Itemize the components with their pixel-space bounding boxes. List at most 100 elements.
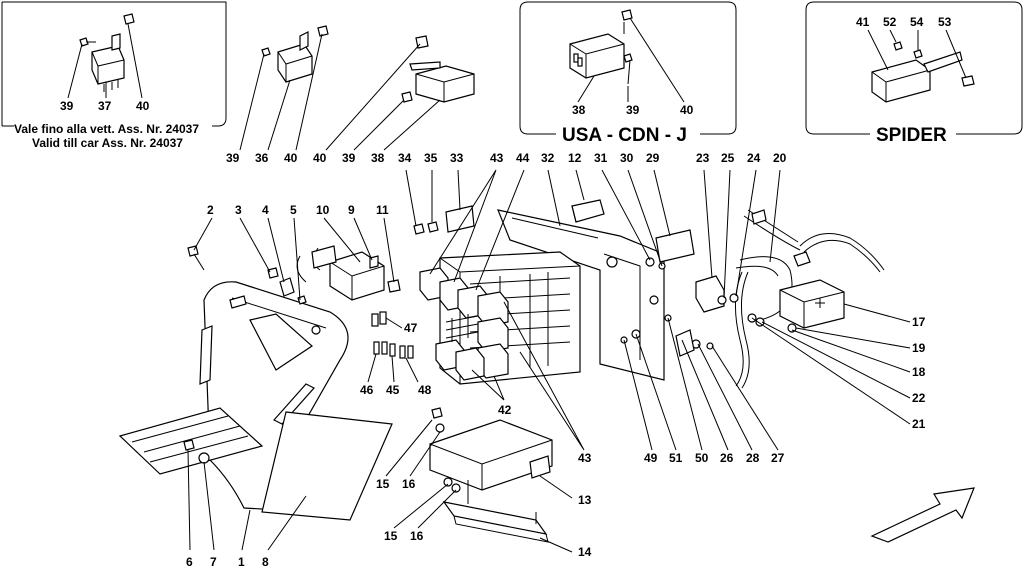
screw-52 — [893, 41, 903, 51]
callout-46: 46 — [360, 383, 374, 397]
validity-note-en: Valid till car Ass. Nr. 24037 — [32, 136, 183, 150]
label-54: 54 — [910, 15, 924, 29]
callout-48: 48 — [418, 383, 432, 397]
label-40: 40 — [136, 99, 150, 113]
screws-2-5 — [187, 245, 307, 305]
callout-15: 15 — [384, 529, 398, 543]
callout-3: 3 — [235, 203, 242, 217]
callout-17: 17 — [912, 315, 926, 329]
callout-28: 28 — [746, 451, 760, 465]
label-53: 53 — [938, 15, 952, 29]
label-37: 37 — [98, 99, 112, 113]
label-39: 39 — [60, 99, 74, 113]
callout-13: 13 — [578, 493, 592, 507]
support-plate-1 — [199, 281, 349, 511]
callout-34: 34 — [398, 151, 412, 165]
bracket-14 — [442, 477, 549, 543]
callout-25: 25 — [721, 151, 735, 165]
callout-14: 14 — [578, 545, 592, 559]
callout-22: 22 — [912, 391, 926, 405]
callout-1: 1 — [238, 555, 245, 569]
mounting-rail — [118, 407, 264, 475]
callout-27: 27 — [771, 451, 785, 465]
direction-arrow — [870, 487, 975, 543]
inset-title-spider: SPIDER — [876, 125, 947, 146]
callout-40: 40 — [284, 151, 298, 165]
relay-23-bracket — [695, 275, 739, 313]
relay-38-main — [401, 35, 475, 103]
callout-29: 29 — [646, 151, 660, 165]
small-fasteners-right — [620, 313, 797, 357]
callout-35: 35 — [424, 151, 438, 165]
washer-54 — [913, 49, 923, 59]
label-41: 41 — [856, 15, 870, 29]
callout-18: 18 — [912, 365, 926, 379]
callout-labels: 39 36 40 40 39 38 34 35 33 43 44 32 12 3… — [186, 151, 926, 569]
bracket-29 — [645, 229, 695, 270]
callout-33: 33 — [450, 151, 464, 165]
callout-6: 6 — [186, 555, 193, 569]
callout-45: 45 — [386, 383, 400, 397]
battery-cable — [734, 209, 885, 389]
callout-38: 38 — [371, 151, 385, 165]
callout-5: 5 — [290, 203, 297, 217]
callout-36: 36 — [255, 151, 269, 165]
nut-53 — [961, 75, 975, 87]
control-unit-13 — [429, 407, 553, 491]
callout-11: 11 — [376, 203, 389, 217]
callout-47: 47 — [404, 321, 418, 335]
screw-39 — [79, 37, 96, 47]
callout-40: 40 — [313, 151, 327, 165]
relay-37 — [91, 33, 125, 92]
fuses-45-48 — [371, 311, 414, 359]
callout-39: 39 — [226, 151, 240, 165]
inset-left-early-relay: 39 37 40 Vale fino alla vett. Ass. Nr. 2… — [1, 1, 227, 150]
label-39: 39 — [626, 103, 640, 117]
relay-cluster-43-44 — [419, 267, 509, 381]
callout-21: 21 — [912, 417, 926, 431]
inset-title-usa: USA - CDN - J — [562, 125, 687, 146]
callout-16: 16 — [410, 529, 424, 543]
screw-39 — [623, 53, 633, 63]
callout-26: 26 — [720, 451, 734, 465]
label-40: 40 — [680, 103, 694, 117]
cover-8 — [261, 411, 393, 521]
callout-10: 10 — [316, 203, 330, 217]
callout-32: 32 — [541, 151, 555, 165]
callout-4: 4 — [262, 203, 269, 217]
relay-38 — [569, 33, 625, 79]
relay-41 — [871, 51, 963, 103]
inset-spider: 41 52 54 53 SPIDER — [805, 1, 1023, 146]
callout-51: 51 — [669, 451, 683, 465]
callout-9: 9 — [348, 203, 355, 217]
inset-usa-cdn-j: 38 39 40 USA - CDN - J — [519, 1, 737, 146]
callout-2: 2 — [207, 203, 214, 217]
fuse-row — [445, 314, 479, 342]
leader-lines — [187, 33, 911, 553]
power-module-17 — [779, 279, 845, 329]
callout-30: 30 — [620, 151, 634, 165]
nut-40 — [123, 13, 135, 25]
callout-42: 42 — [498, 403, 512, 417]
callout-12: 12 — [568, 151, 582, 165]
callout-8: 8 — [262, 555, 269, 569]
callout-39: 39 — [342, 151, 356, 165]
callout-43: 43 — [490, 151, 504, 165]
callout-7: 7 — [210, 555, 217, 569]
callout-15: 15 — [376, 477, 390, 491]
connector-12 — [571, 199, 605, 223]
callout-23: 23 — [696, 151, 710, 165]
callout-43: 43 — [578, 451, 592, 465]
label-52: 52 — [883, 15, 897, 29]
callout-44: 44 — [516, 151, 530, 165]
callout-19: 19 — [912, 341, 926, 355]
nut-40 — [621, 9, 633, 21]
label-38: 38 — [572, 103, 586, 117]
callout-16: 16 — [402, 477, 416, 491]
callout-50: 50 — [695, 451, 709, 465]
callout-31: 31 — [594, 151, 608, 165]
relay-36 — [261, 25, 329, 83]
bracket-33 — [413, 205, 475, 235]
